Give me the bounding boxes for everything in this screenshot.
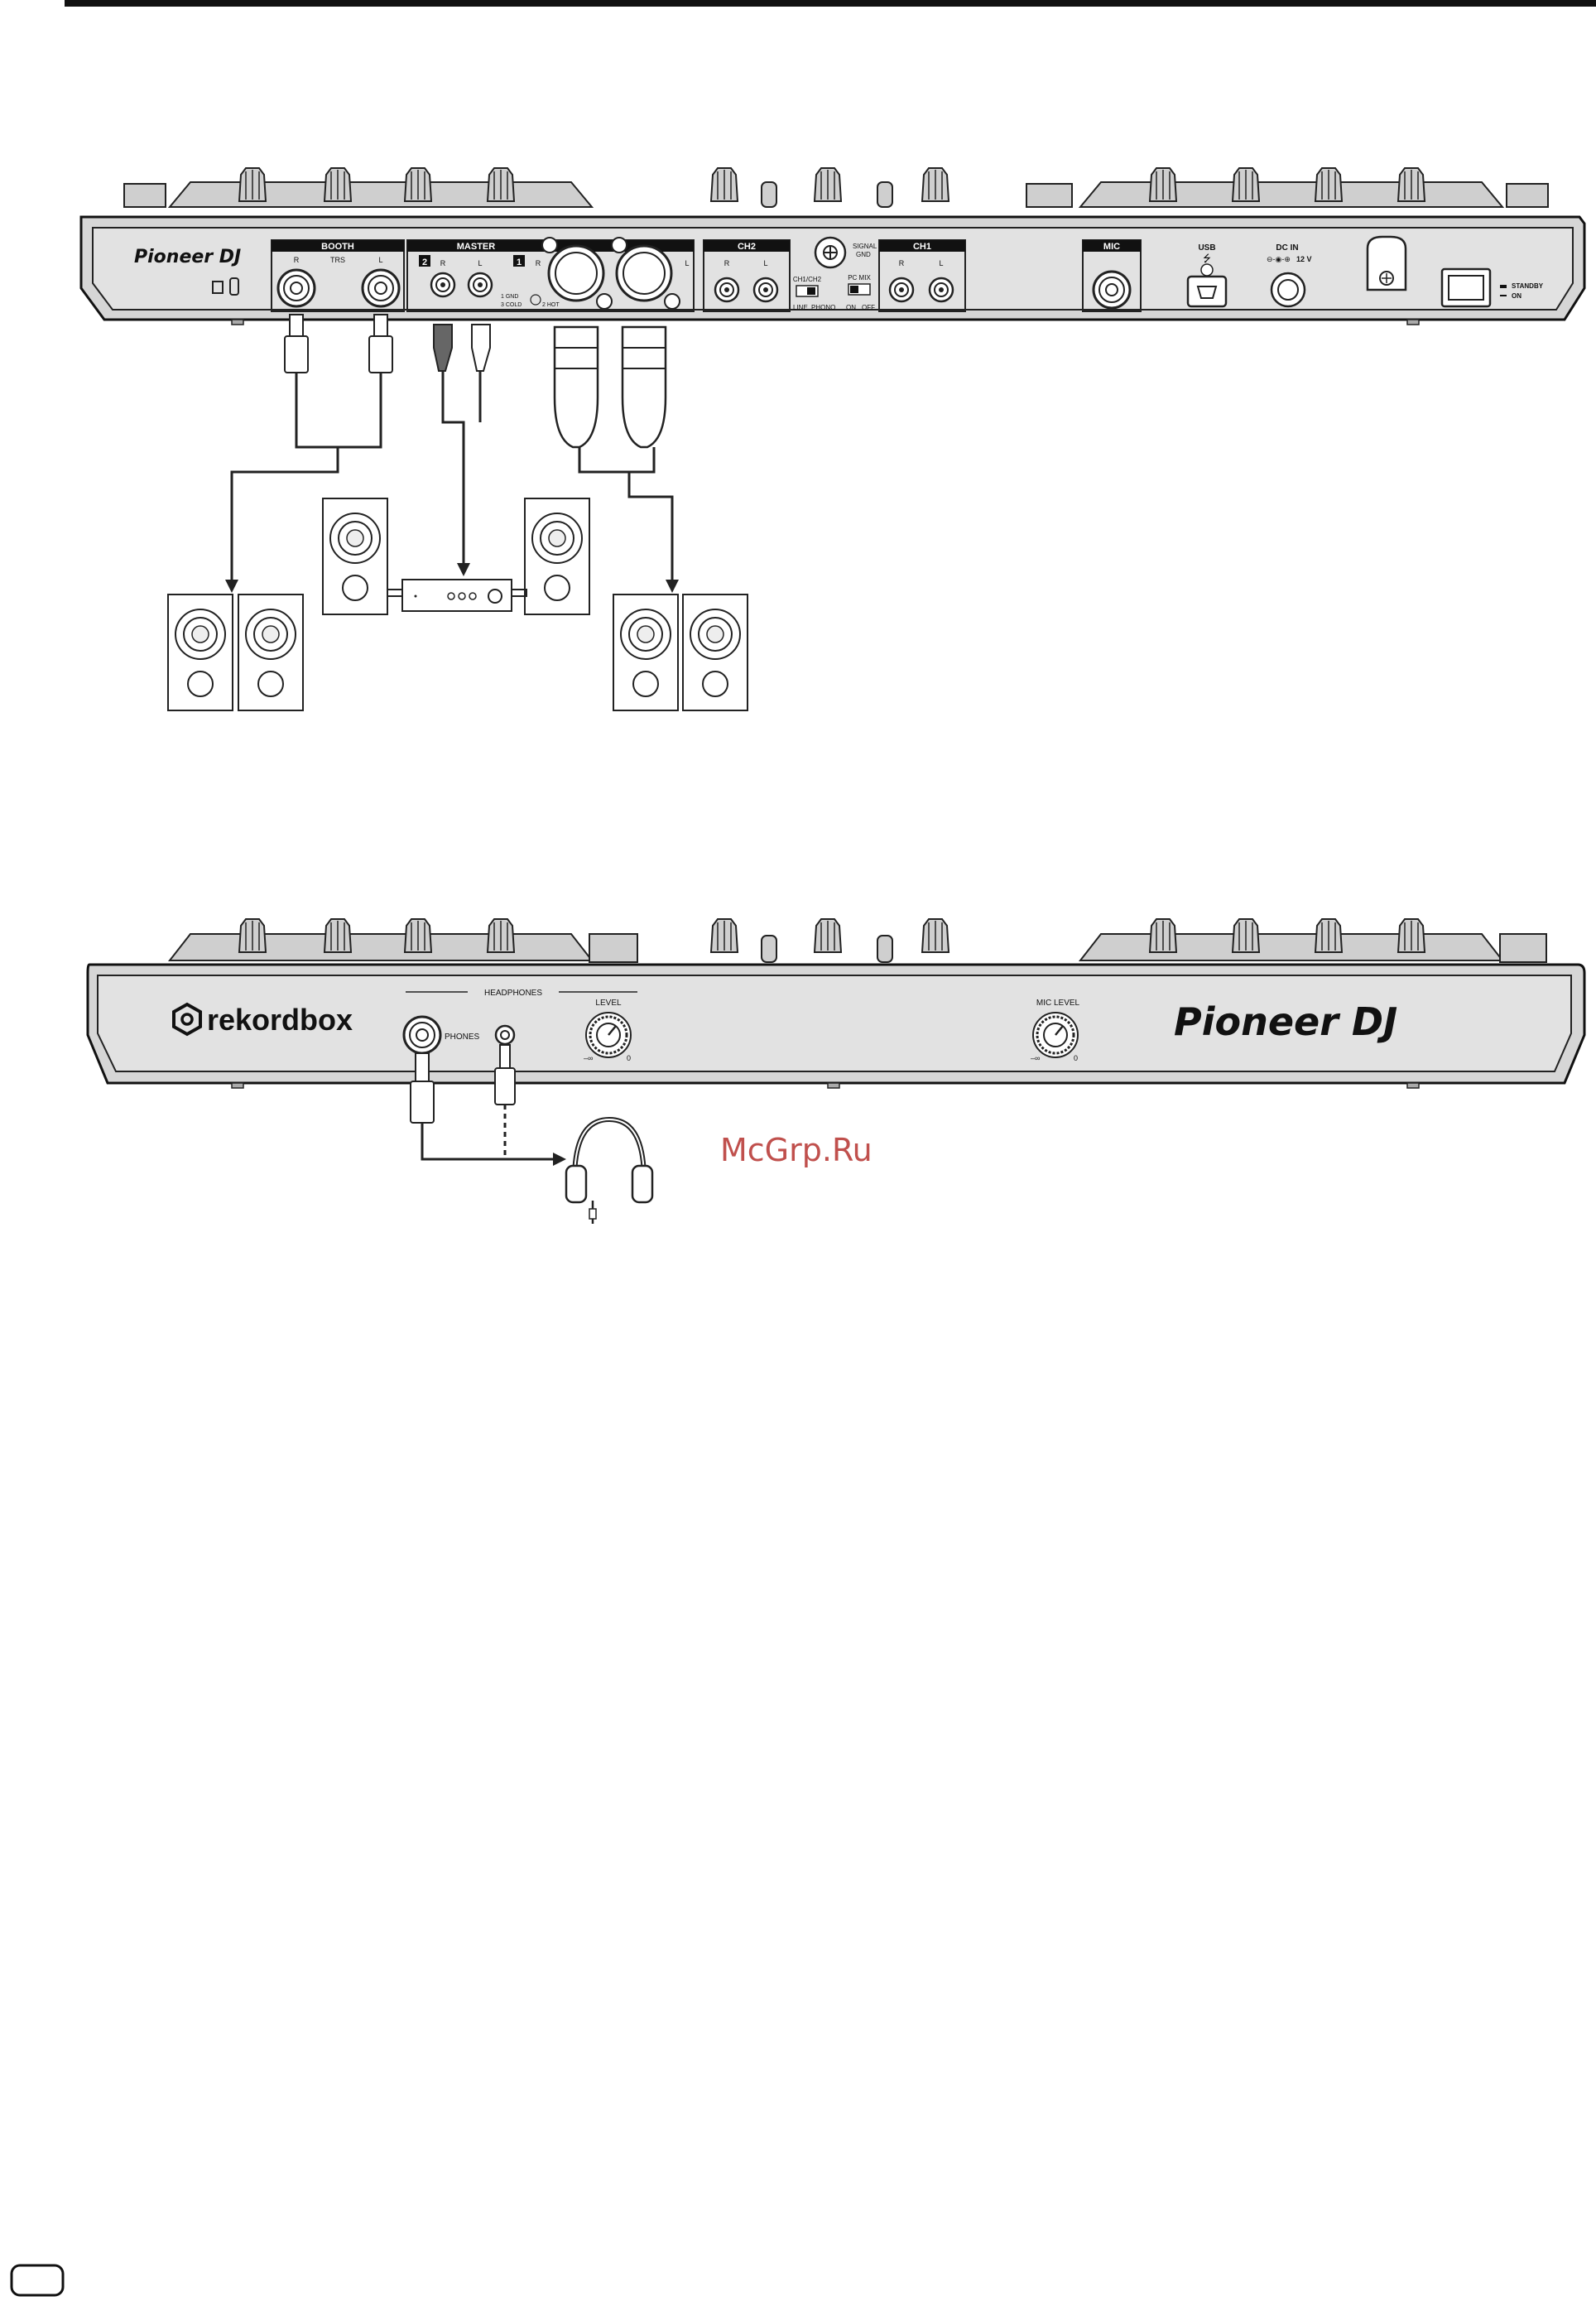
ch2-r-jack[interactable] <box>715 278 738 301</box>
ch1-r-label: R <box>899 259 905 267</box>
booth-title: BOOTH <box>321 242 354 252</box>
headphones-icon <box>566 1119 652 1224</box>
xlr-pin-cold-label: 3 COLD <box>501 302 522 308</box>
master2-rca-l-jack[interactable] <box>469 273 492 296</box>
rear-brand-logo: Pioneer DJ <box>134 247 241 267</box>
master-out2-badge: 2 <box>422 258 427 267</box>
master1-xlr-r-jack[interactable] <box>549 246 603 301</box>
booth-r-label: R <box>294 256 300 264</box>
dc-polarity-icon: ⊖-◉-⊕ <box>1267 255 1291 263</box>
switch-line-label: LINE <box>793 304 808 311</box>
booth-l-label: L <box>378 256 382 264</box>
master-out1-badge: 1 <box>517 258 522 267</box>
booth-r-jack[interactable] <box>278 270 315 306</box>
pc-mix-on-label: ON <box>846 304 856 311</box>
pc-mix-title: PC MIX <box>848 274 871 282</box>
front-brand-logo: Pioneer DJ <box>1174 999 1397 1044</box>
mic-jack[interactable] <box>1094 272 1130 308</box>
rear-panel-top-controls <box>124 168 1548 207</box>
dc-in-title: DC IN <box>1276 243 1298 253</box>
usb-title: USB <box>1198 243 1215 253</box>
booth-l-jack[interactable] <box>363 270 399 306</box>
standby-label: STANDBY <box>1512 282 1544 290</box>
ch2-title: CH2 <box>738 242 756 252</box>
booth-trs-label: TRS <box>330 256 345 264</box>
front-panel: rekordbox Pioneer DJ HEADPHONES PHONES L… <box>88 965 1584 1088</box>
rear-panel: Pioneer DJ BOOTH R TRS L MASTER 2 1 R L <box>81 217 1584 325</box>
front-panel-top-controls <box>170 919 1546 962</box>
header-rule <box>65 0 1596 7</box>
master-title: MASTER <box>457 242 496 252</box>
master-xlr-l-label: L <box>685 259 689 267</box>
level-max-label: 0 <box>627 1054 631 1062</box>
cord-hook-icon <box>1368 237 1406 290</box>
xlr-pin-hot-label: 2 HOT <box>542 302 560 308</box>
gnd-label: GND <box>856 251 871 258</box>
ch2-l-jack[interactable] <box>754 278 777 301</box>
phones-large-jack[interactable] <box>404 1017 440 1053</box>
page-number-badge <box>12 2265 63 2295</box>
master-rca-r-label: R <box>440 259 446 267</box>
switch-phono-label: PHONO <box>811 304 835 311</box>
mic-level-max-label: 0 <box>1074 1054 1078 1062</box>
booth-speakers <box>168 595 303 710</box>
mic-level-label: MIC LEVEL <box>1036 999 1080 1008</box>
rekordbox-wordmark: rekordbox <box>207 1003 353 1037</box>
master-xlr-r-label: R <box>536 259 541 267</box>
ch1-title: CH1 <box>913 242 931 252</box>
signal-label: SIGNAL <box>853 243 877 250</box>
level-min-label: –∞ <box>584 1054 593 1062</box>
master1-xlr-l-jack[interactable] <box>617 246 671 301</box>
phones-label: PHONES <box>445 1033 480 1042</box>
pc-mix-off-label: OFF <box>862 304 875 311</box>
ch1-l-jack[interactable] <box>930 278 953 301</box>
ch2-l-label: L <box>763 259 767 267</box>
amplified-speaker-system <box>323 498 589 614</box>
mic-title: MIC <box>1103 242 1120 252</box>
ch1-l-label: L <box>939 259 943 267</box>
on-label: ON <box>1512 292 1521 300</box>
master-rca-l-label: L <box>478 259 482 267</box>
dc-voltage-label: 12 V <box>1296 255 1312 263</box>
usb-icon: ⭍ <box>1203 253 1211 264</box>
ch2-r-label: R <box>724 259 730 267</box>
powered-speakers <box>613 595 748 710</box>
ch-switch-title: CH1/CH2 <box>793 276 822 283</box>
xlr-pin-gnd-label: 1 GND <box>501 294 518 300</box>
level-label: LEVEL <box>595 999 622 1008</box>
master2-rca-cables <box>434 325 490 576</box>
mic-level-min-label: –∞ <box>1031 1054 1040 1062</box>
master2-rca-r-jack[interactable] <box>431 273 454 296</box>
ch1-r-jack[interactable] <box>890 278 913 301</box>
watermark-text: McGrp.Ru <box>720 1132 873 1168</box>
headphones-title: HEADPHONES <box>484 989 542 998</box>
